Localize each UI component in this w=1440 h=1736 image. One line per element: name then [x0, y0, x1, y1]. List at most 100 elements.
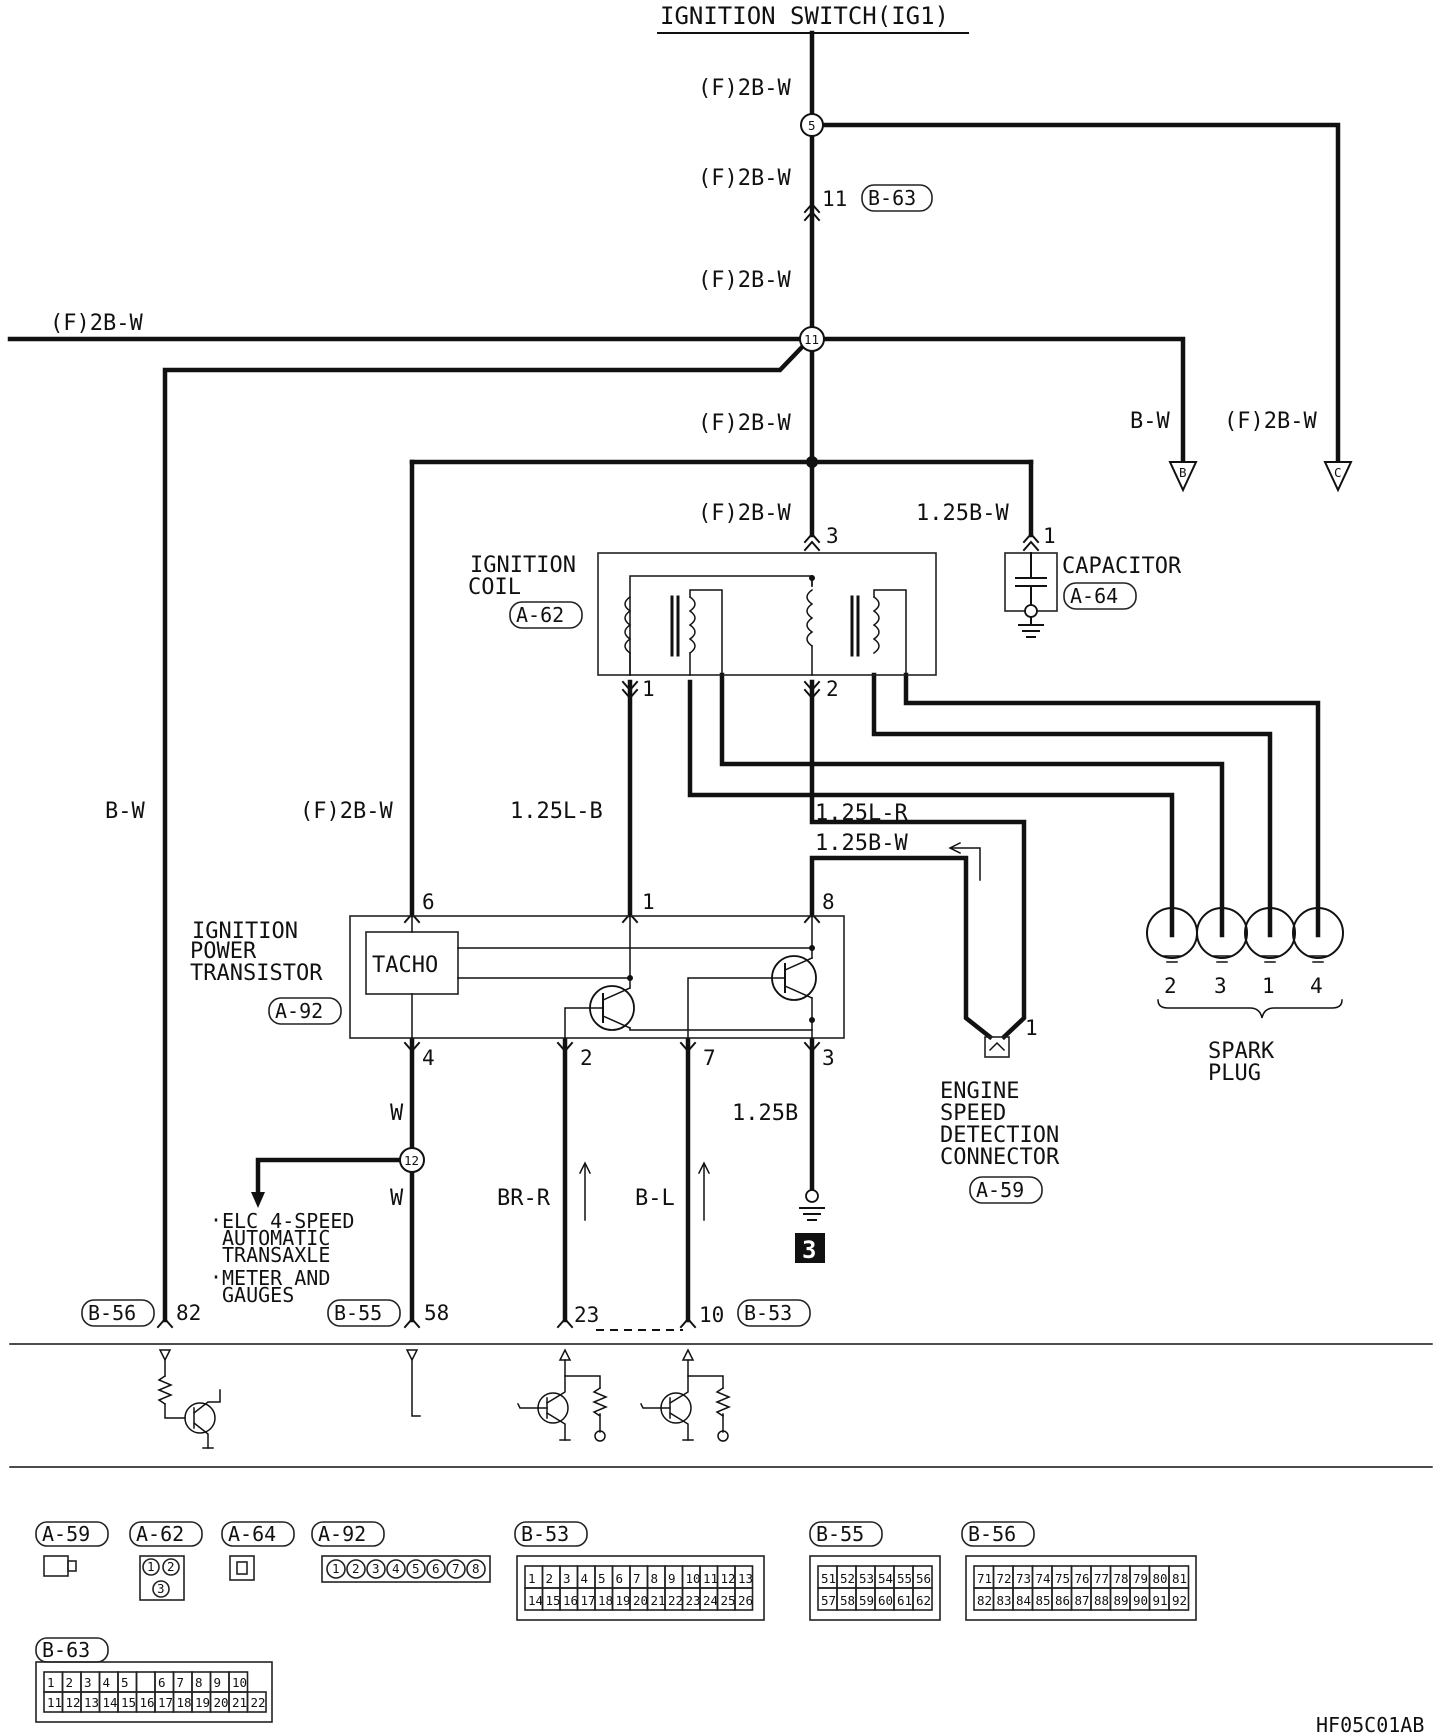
engine-speed-detection-connector: ENGINE SPEED DETECTION CONNECTOR	[940, 1036, 1060, 1170]
svg-text:(F)2B-W: (F)2B-W	[698, 166, 791, 191]
pin-number: 25	[721, 1593, 736, 1608]
svg-text:·: ·	[210, 1265, 222, 1289]
pin-number: 60	[878, 1593, 893, 1608]
svg-text:6: 6	[432, 1561, 440, 1576]
pin-number: 22	[668, 1593, 683, 1608]
pin-cell	[1168, 1587, 1190, 1611]
svg-text:7: 7	[703, 1046, 716, 1070]
svg-text:IGNITION: IGNITION	[192, 919, 298, 944]
ecu-internal-circuits	[157, 1348, 731, 1449]
pin-number: 13	[738, 1571, 753, 1586]
pin-number: 22	[251, 1695, 266, 1710]
pin-number: 18	[598, 1593, 613, 1608]
svg-text:4: 4	[422, 1046, 435, 1070]
svg-text:(F)2B-W: (F)2B-W	[698, 268, 791, 293]
pin-cell	[135, 1671, 156, 1693]
pin-number: 19	[616, 1593, 631, 1608]
pin-number: 1	[47, 1675, 55, 1690]
svg-text:PLUG: PLUG	[1208, 1061, 1261, 1086]
pin-number: 21	[232, 1695, 247, 1710]
pin-number: 77	[1094, 1571, 1109, 1586]
svg-text:ELC 4-SPEED: ELC 4-SPEED	[222, 1209, 354, 1233]
pin-number: 15	[121, 1695, 136, 1710]
pin-number: 10	[232, 1675, 247, 1690]
svg-text:1.25L-B: 1.25L-B	[510, 799, 603, 824]
pin-number: 80	[1153, 1571, 1168, 1586]
connector-legend: A-59 A-62 1 2 3 A-64 A-92 1 2 3 4 5 6 7 …	[35, 1521, 1197, 1723]
capacitor: CAPACITOR	[1004, 552, 1182, 638]
svg-text:IGNITION: IGNITION	[470, 553, 576, 578]
svg-text:A-62: A-62	[136, 1522, 184, 1546]
signal-arrows	[578, 841, 981, 1221]
svg-text:8: 8	[822, 890, 835, 914]
svg-text:1: 1	[642, 890, 655, 914]
svg-text:58: 58	[424, 1301, 449, 1325]
svg-text:82: 82	[176, 1301, 201, 1325]
pin-number: 57	[821, 1593, 836, 1608]
spark-plugs: 2 3 1 4 SPARK PLUG	[1146, 907, 1344, 1086]
svg-text:5: 5	[808, 118, 816, 133]
svg-text:TRANSISTOR: TRANSISTOR	[190, 961, 323, 986]
svg-text:1.25L-R: 1.25L-R	[815, 801, 908, 826]
svg-text:1.25B-W: 1.25B-W	[815, 831, 908, 856]
svg-text:COIL: COIL	[468, 575, 521, 600]
pin-number: 13	[84, 1695, 99, 1710]
svg-text:3: 3	[802, 1236, 816, 1264]
svg-text:A-59: A-59	[42, 1522, 90, 1546]
svg-text:10: 10	[699, 1303, 724, 1327]
pin-number: 2	[546, 1571, 554, 1586]
pin-number: 81	[1172, 1571, 1187, 1586]
pin-number: 53	[859, 1571, 874, 1586]
svg-text:4: 4	[392, 1561, 400, 1576]
pin-number: 11	[703, 1571, 718, 1586]
svg-text:1.25B: 1.25B	[732, 1101, 798, 1126]
pin-number: 52	[840, 1571, 855, 1586]
connector-tags: B-63 A-62 A-64 A-92 A-59 B-56 B-55 B-53	[81, 184, 1137, 1327]
pin-number: 87	[1075, 1593, 1090, 1608]
pin-number: 12	[66, 1695, 81, 1710]
svg-text:A-64: A-64	[228, 1522, 276, 1546]
svg-text:A-92: A-92	[318, 1522, 366, 1546]
pin-number: 83	[997, 1593, 1012, 1608]
pin-number: 86	[1055, 1593, 1070, 1608]
pin-number: 89	[1114, 1593, 1129, 1608]
pin-cell	[246, 1691, 267, 1713]
pin-number: 20	[214, 1695, 229, 1710]
pin-number: 61	[897, 1593, 912, 1608]
figure-code: HF05C01AB	[1316, 1713, 1424, 1736]
svg-text:A-62: A-62	[516, 603, 564, 627]
svg-text:·: ·	[210, 1208, 222, 1232]
svg-text:23: 23	[574, 1303, 599, 1327]
svg-text:1: 1	[642, 677, 655, 701]
svg-text:A-64: A-64	[1070, 584, 1118, 608]
svg-text:B-55: B-55	[334, 1301, 382, 1325]
spark-plug-number: 2	[1164, 974, 1177, 998]
svg-text:11: 11	[804, 332, 819, 347]
pin-number: 11	[47, 1695, 62, 1710]
ignition-coil: IGNITION COIL	[468, 552, 937, 676]
svg-text:1: 1	[1025, 1016, 1038, 1040]
svg-text:B-W: B-W	[105, 799, 145, 824]
pin-number: 8	[195, 1675, 203, 1690]
svg-text:DETECTION: DETECTION	[940, 1123, 1059, 1148]
svg-text:BR-R: BR-R	[497, 1186, 551, 1211]
svg-text:TRANSAXLE: TRANSAXLE	[222, 1243, 330, 1267]
svg-text:5: 5	[412, 1561, 420, 1576]
pin-number: 9	[668, 1571, 676, 1586]
pin-number: 5	[121, 1675, 129, 1690]
pin-number: 85	[1036, 1593, 1051, 1608]
pin-number: 55	[897, 1571, 912, 1586]
svg-text:AUTOMATIC: AUTOMATIC	[222, 1226, 330, 1250]
svg-text:B-56: B-56	[88, 1301, 136, 1325]
svg-text:3: 3	[372, 1561, 380, 1576]
svg-text:POWER: POWER	[190, 939, 257, 964]
pin-number: 17	[158, 1695, 173, 1710]
spark-plug-number: 1	[1262, 974, 1275, 998]
svg-text:B-63: B-63	[42, 1638, 90, 1662]
pin-number: 9	[214, 1675, 222, 1690]
pin-number: 19	[195, 1695, 210, 1710]
pin-number: 14	[103, 1695, 118, 1710]
